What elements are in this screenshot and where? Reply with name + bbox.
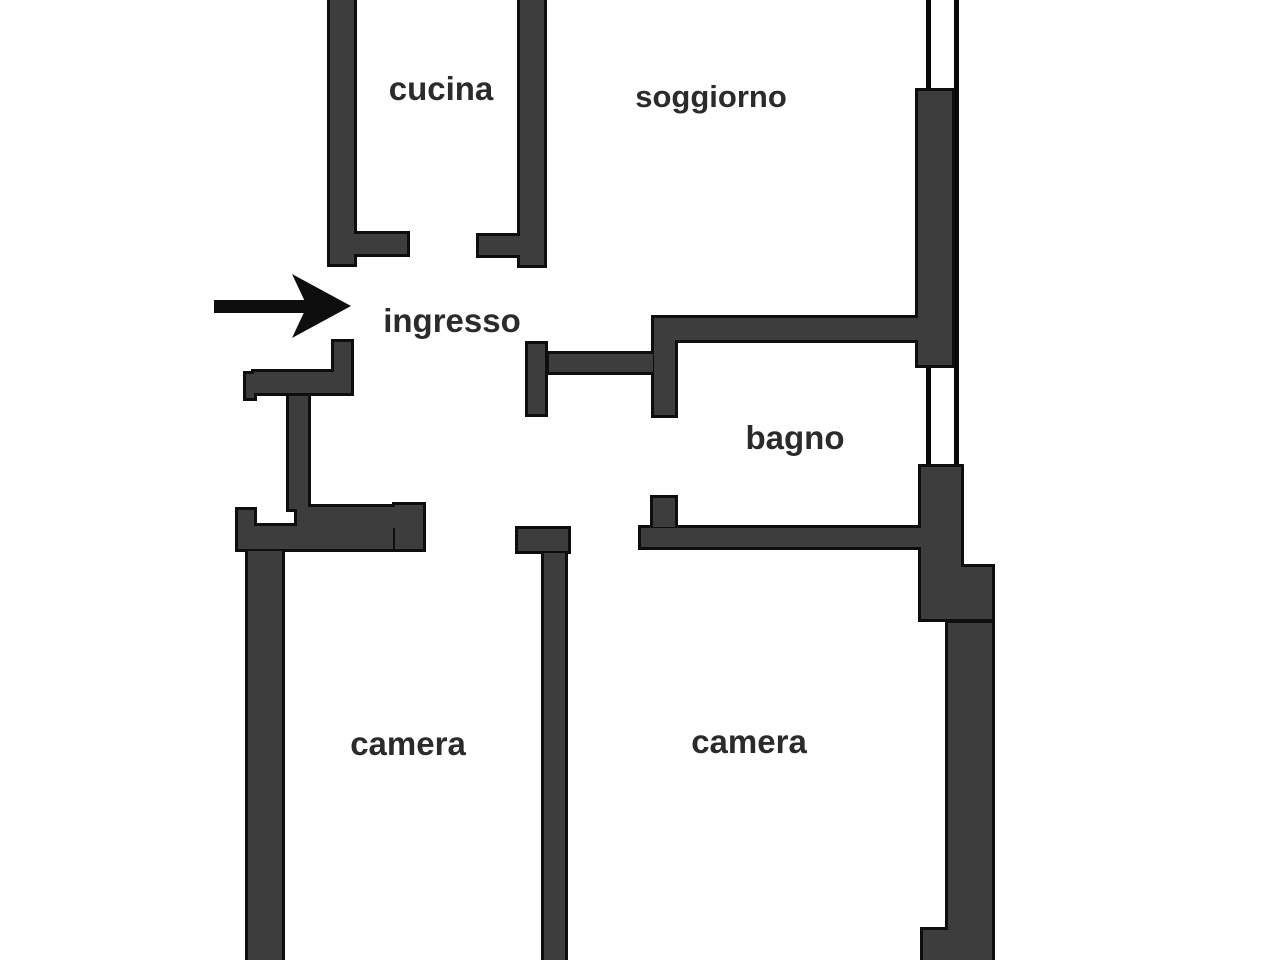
wall-band-upper-fill [297,507,411,528]
room-label-soggiorno: soggiorno [635,79,787,114]
wall-bagno-stub-fill [653,498,675,527]
wall-right-mid-fill [921,467,961,571]
wall-ingresso-horizontal-end-fill [246,374,254,398]
wall-band-left-end-fill [238,510,254,549]
wall-bagno-left-fill [654,318,675,415]
wall-divider-vertical-fill [528,344,545,414]
room-label-camera-right: camera [691,723,807,760]
wall-bagno-top-fill [654,318,919,340]
wall-camera-left-outer-fill [248,551,282,960]
wall-bagno-bottom-fill [641,528,922,547]
window-mid-inner-line [926,363,931,471]
room-label-camera-left: camera [350,725,466,762]
wall-right-step-fill [921,567,992,619]
wall-cucina-right-foot-fill [479,236,543,255]
wall-mid-stub-fill [518,529,568,551]
wall-right-lower-fill [948,623,992,939]
entrance-arrow-icon [212,272,352,340]
wall-ingresso-horizontal-fill [254,372,351,393]
wall-cucina-right-fill [520,0,544,265]
wall-ingresso-vertical-fill [289,396,308,509]
wall-mid-vertical-fill [544,553,565,960]
wall-cucina-left-foot-fill [351,234,407,254]
wall-cucina-left-fill [330,0,354,264]
room-label-ingresso: ingresso [383,302,521,339]
wall-right-upper-fill [918,91,952,365]
window-top-inner-line [926,0,931,96]
wall-band-right-end-fill [395,505,423,549]
wall-right-bottom-block-fill [923,930,992,960]
window-outer-line [954,0,959,472]
room-label-cucina: cucina [388,70,494,107]
wall-band-lower-fill [239,526,393,549]
wall-ingresso-stub-fill [334,342,351,372]
room-label-bagno: bagno [745,419,845,456]
wall-divider-horizontal-fill [549,354,653,372]
